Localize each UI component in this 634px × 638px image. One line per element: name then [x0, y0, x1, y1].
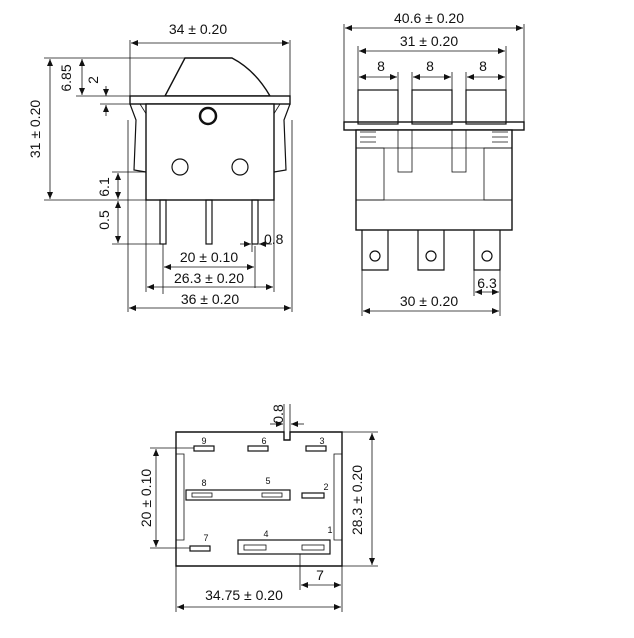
pin-5-label: 5: [265, 476, 270, 486]
front-width-top: 34 ± 0.20: [169, 21, 227, 37]
pin-2-label: 2: [323, 482, 328, 492]
pin-8-label: 8: [201, 478, 206, 488]
pin-4-label: 4: [263, 529, 268, 539]
side-pitch-1: 8: [377, 58, 385, 74]
side-body-width: 31 ± 0.20: [400, 33, 458, 49]
front-pitch-inner: 20 ± 0.10: [180, 249, 238, 265]
side-flange-width: 40.6 ± 0.20: [394, 10, 464, 26]
bottom-edge-offset: 7: [316, 567, 324, 583]
pin-7-label: 7: [203, 533, 208, 543]
front-view: 34 ± 0.20 31 ± 0.20 6.85 2 6.1 0.5 0.8 2…: [27, 21, 293, 312]
front-terminal-offset: 0.5: [96, 210, 112, 230]
pin-3-label: 3: [319, 436, 324, 446]
front-rocker-height: 6.85: [58, 64, 74, 91]
side-terminal-span: 30 ± 0.20: [400, 293, 458, 309]
bottom-row-spacing: 20 ± 0.10: [138, 469, 154, 527]
side-pitch-3: 8: [479, 58, 487, 74]
front-total-height: 31 ± 0.20: [27, 100, 43, 158]
bottom-view: 9 6 3 8 5 2 7 4 1 0.8 20 ± 0.10 28.3 ± 0…: [138, 404, 378, 612]
front-pitch-outer: 26.3 ± 0.20: [174, 270, 244, 286]
side-pitch-2: 8: [426, 58, 434, 74]
pin-6-label: 6: [261, 436, 266, 446]
side-view: 40.6 ± 0.20 31 ± 0.20 8 8 8 6.3 30 ± 0.2…: [343, 10, 525, 316]
front-flange-thickness: 2: [85, 76, 101, 84]
front-width-bottom: 36 ± 0.20: [181, 291, 239, 307]
pin-9-label: 9: [201, 436, 206, 446]
bottom-body-height: 28.3 ± 0.20: [349, 465, 365, 535]
bottom-terminal-thickness: 0.8: [270, 404, 286, 424]
front-body-height: 6.1: [96, 177, 112, 197]
bottom-body-width: 34.75 ± 0.20: [205, 587, 283, 603]
pin-1-label: 1: [327, 525, 332, 535]
side-terminal-width: 6.3: [477, 275, 497, 291]
